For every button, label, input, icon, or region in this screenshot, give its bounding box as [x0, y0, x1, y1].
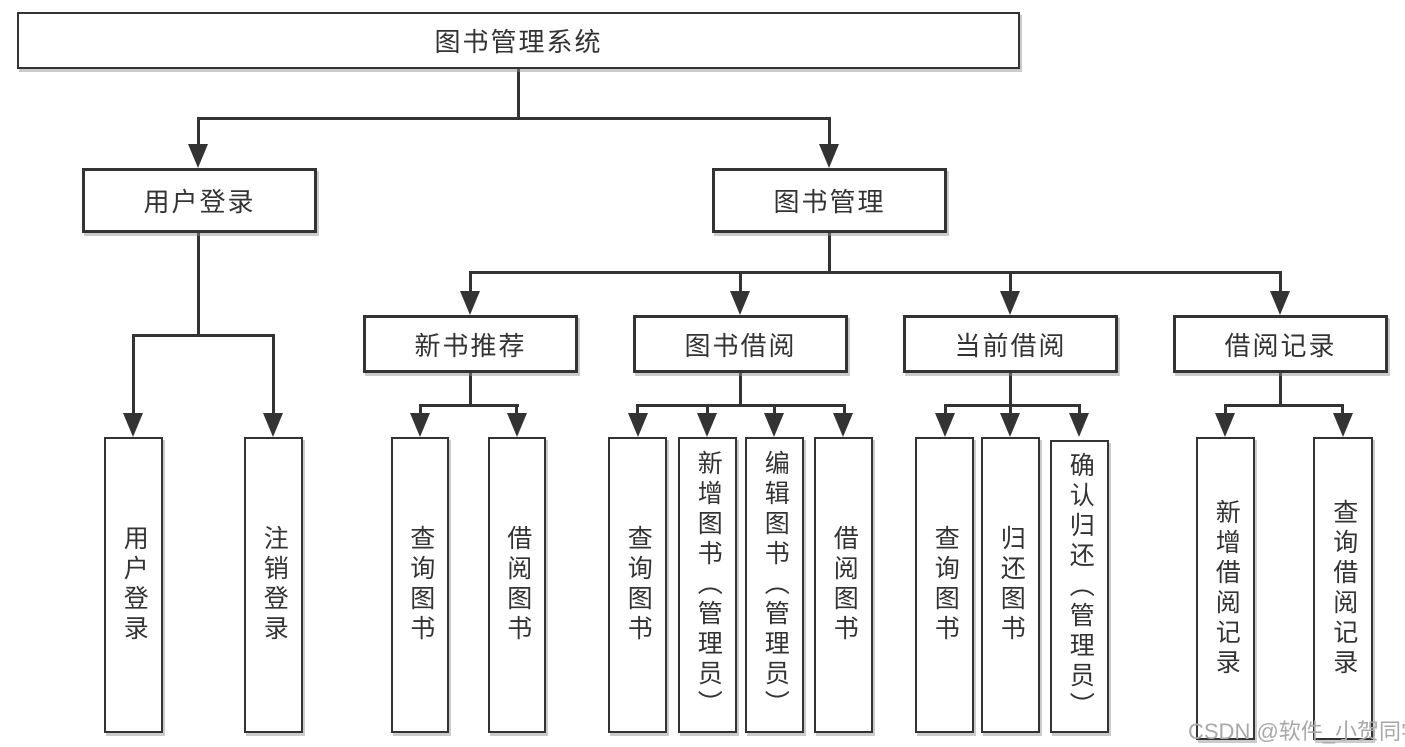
node-new-book-recommendation: 新书推荐 [363, 315, 578, 373]
arrow-down-icon [410, 413, 430, 437]
node-add-borrow-record: 新增借阅记录 [1196, 437, 1255, 740]
leaf-label: 查询图书 [624, 525, 653, 645]
connector-line [739, 271, 742, 297]
node-borrow-books-recommend: 借阅图书 [488, 437, 546, 733]
connector-line [843, 404, 846, 418]
arrow-down-icon [188, 144, 208, 168]
connector-line [197, 117, 200, 149]
arrow-down-icon [1270, 291, 1290, 315]
connector-line [517, 69, 520, 120]
arrow-down-icon [697, 413, 717, 437]
connector-line [1009, 373, 1012, 407]
connector-line [469, 271, 472, 297]
leaf-label: 归还图书 [997, 525, 1026, 645]
connector-line [1009, 271, 1012, 297]
connector-line [1224, 404, 1344, 407]
node-user-login-leaf: 用户登录 [104, 437, 163, 733]
arrow-down-icon [819, 144, 839, 168]
arrow-down-icon [935, 413, 955, 437]
arrow-down-icon [1069, 413, 1089, 437]
node-add-book-admin: 新增图书（管理员） [678, 437, 737, 733]
connector-line [515, 404, 518, 418]
node-user-login: 用户登录 [82, 168, 317, 233]
arrow-down-icon [460, 291, 480, 315]
node-current-borrowing: 当前借阅 [903, 315, 1118, 373]
connector-line [944, 404, 947, 418]
leaf-label: 借阅图书 [830, 525, 859, 645]
leaf-label: 新增借阅记录 [1212, 498, 1241, 679]
leaf-label: 查询借阅记录 [1329, 498, 1358, 679]
node-borrowing-records: 借阅记录 [1173, 315, 1388, 373]
connector-line [706, 404, 709, 418]
connector-line [197, 233, 200, 336]
arrow-down-icon [1215, 413, 1235, 437]
node-book-borrowing: 图书借阅 [633, 315, 848, 373]
leaf-label: 编辑图书（管理员） [761, 450, 790, 720]
connector-line [828, 117, 831, 149]
node-confirm-return-admin: 确认归还（管理员） [1050, 440, 1109, 733]
connector-line [636, 404, 639, 418]
arrow-down-icon [263, 413, 283, 437]
connector-line [469, 373, 472, 407]
connector-line [1279, 373, 1282, 407]
connector-line [272, 334, 275, 418]
leaf-label: 查询图书 [406, 525, 435, 645]
watermark-csdn: CSDN @软件_小贺同学 [1188, 719, 1405, 744]
leaf-label: 新增图书（管理员） [694, 450, 723, 720]
arrow-down-icon [730, 291, 750, 315]
connector-line [197, 117, 831, 120]
node-edit-book-admin: 编辑图书（管理员） [745, 437, 804, 733]
node-library-management-system: 图书管理系统 [17, 12, 1020, 69]
node-logout: 注销登录 [244, 437, 303, 733]
leaf-label: 确认归还（管理员） [1066, 451, 1095, 722]
arrow-down-icon [123, 413, 143, 437]
connector-line [739, 373, 742, 407]
node-return-books: 归还图书 [981, 437, 1040, 733]
node-borrow-books: 借阅图书 [814, 437, 873, 733]
arrow-down-icon [1000, 291, 1020, 315]
leaf-label: 用户登录 [120, 525, 149, 645]
arrow-down-icon [1000, 413, 1020, 437]
node-query-borrow-record: 查询借阅记录 [1313, 437, 1373, 740]
connector-line [469, 271, 1282, 274]
connector-line [773, 404, 776, 418]
connector-line [419, 404, 422, 418]
leaf-label: 注销登录 [260, 525, 289, 645]
connector-line [419, 404, 519, 407]
node-query-books-current: 查询图书 [915, 437, 974, 733]
connector-line [1341, 404, 1344, 418]
arrow-down-icon [764, 413, 784, 437]
node-book-management: 图书管理 [712, 168, 947, 233]
connector-line [1279, 271, 1282, 297]
arrow-down-icon [628, 413, 648, 437]
connector-line [132, 334, 135, 418]
connector-line [1009, 404, 1012, 418]
leaf-label: 借阅图书 [503, 525, 532, 645]
connector-line [944, 404, 1081, 407]
connector-line [132, 334, 275, 337]
connector-line [1224, 404, 1227, 418]
arrow-down-icon [833, 413, 853, 437]
arrow-down-icon [1333, 413, 1353, 437]
leaf-label: 查询图书 [931, 525, 960, 645]
node-query-books-borrowing: 查询图书 [608, 437, 667, 733]
arrow-down-icon [507, 413, 527, 437]
connector-line [1078, 404, 1081, 418]
connector-line [828, 233, 831, 274]
connector-line [636, 404, 846, 407]
node-query-books-recommend: 查询图书 [391, 437, 449, 733]
